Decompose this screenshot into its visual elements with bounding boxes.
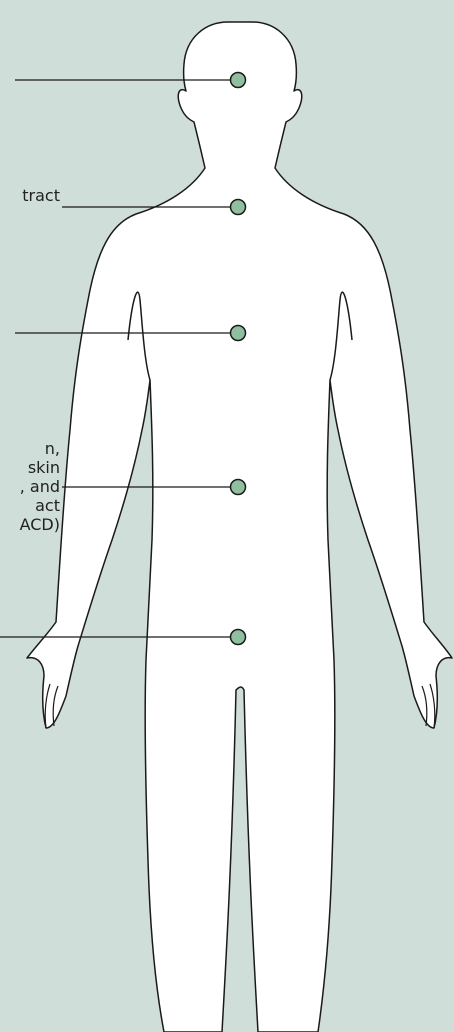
label-throat: tract [0,186,60,205]
marker-head [231,73,246,88]
label-abdomen: n, skin , and act ACD) [0,439,60,534]
label-throat-line-1: tract [0,186,60,205]
marker-abdomen [231,480,246,495]
body-outline [27,22,452,1032]
label-abdomen-line-2: skin [0,458,60,477]
label-abdomen-line-1: n, [0,439,60,458]
marker-chest [231,326,246,341]
marker-throat [231,200,246,215]
label-abdomen-line-5: ACD) [0,515,60,534]
label-abdomen-line-3: , and [0,477,60,496]
marker-pelvis [231,630,246,645]
label-abdomen-line-4: act [0,496,60,515]
